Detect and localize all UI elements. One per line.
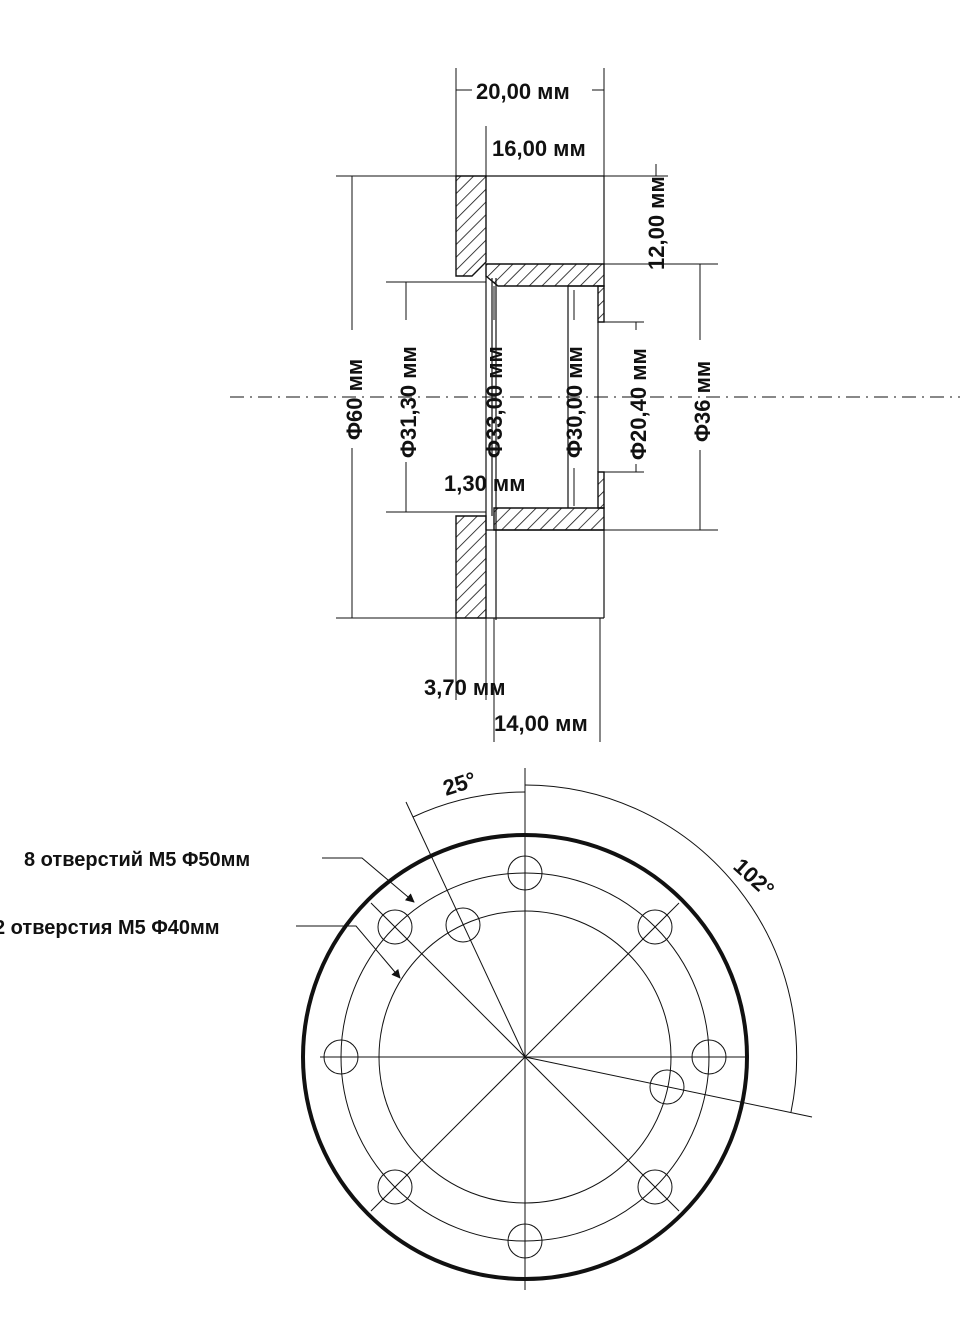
bolt-hole	[377, 1169, 413, 1205]
note-holes-outer: 8 отверстий М5 Φ50мм	[24, 849, 250, 871]
flange-upper-section	[455, 175, 487, 277]
bolt-hole	[637, 1169, 673, 1205]
dim-flange-to-face: 16,00 мм	[492, 136, 586, 161]
note-holes-inner: 2 отверстия М5 Φ40мм	[0, 917, 220, 939]
plan-view: 25° 102° 8 отверстий М5 Φ50мм 2 отверсти…	[0, 767, 813, 1290]
dim-d31-3: Φ31,30 мм	[396, 346, 421, 458]
bolt-hole	[377, 909, 413, 945]
sleeve-upper-wall	[485, 263, 605, 287]
dim-flange-thickness: 3,70 мм	[424, 675, 505, 700]
dim-d20-4: Φ20,40 мм	[626, 348, 651, 460]
flange-lower-section	[455, 515, 487, 619]
angle-25-label: 25°	[440, 767, 479, 801]
sleeve-lower-wall	[493, 507, 605, 531]
bolt-hole	[507, 1223, 543, 1259]
sleeve-lower-lip	[597, 471, 605, 509]
angle-25-arc	[412, 791, 526, 818]
dim-d30: Φ30,00 мм	[562, 346, 587, 458]
bolt-hole	[507, 855, 543, 891]
dim-height-step: 12,00 мм	[644, 176, 669, 270]
bolt-hole-inner	[445, 907, 481, 943]
dim-gap: 1,30 мм	[444, 471, 525, 496]
section-view: 20,00 мм 16,00 мм 12,00 мм Φ60 мм Φ31,30…	[230, 68, 960, 742]
bolt-hole	[637, 909, 673, 945]
dim-body-length: 14,00 мм	[494, 711, 588, 736]
bolt-hole	[323, 1039, 359, 1075]
dim-d36: Φ36 мм	[690, 361, 715, 442]
angle-102-arc	[524, 784, 798, 1113]
bolt-hole-inner	[649, 1069, 685, 1105]
angle-25-line	[405, 801, 526, 1058]
dim-total-width: 20,00 мм	[476, 79, 570, 104]
dim-d33: Φ33,00 мм	[482, 346, 507, 458]
leader-holes-outer	[322, 857, 415, 903]
bolt-hole	[691, 1039, 727, 1075]
leader-holes-inner	[296, 925, 401, 979]
sleeve-upper-lip	[597, 285, 605, 323]
angle-102-line	[524, 1056, 813, 1118]
dim-d60: Φ60 мм	[342, 359, 367, 440]
angle-102-label: 102°	[729, 853, 780, 902]
